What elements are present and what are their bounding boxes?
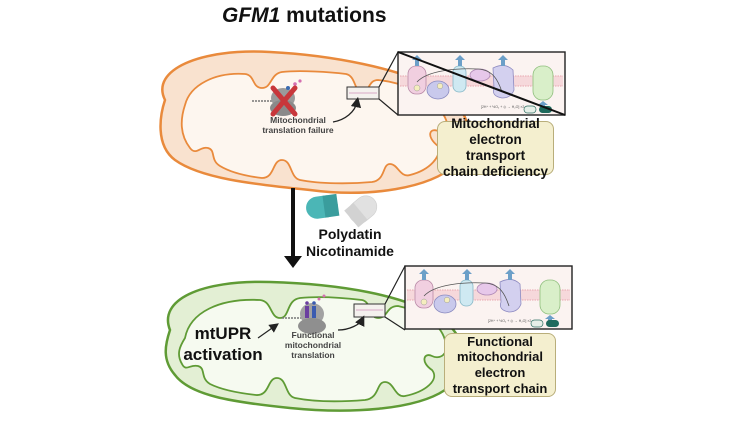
inner-membrane <box>180 70 449 185</box>
trna-icon <box>312 306 316 318</box>
complex-iv <box>492 65 515 99</box>
atp-badge <box>539 106 552 113</box>
figure-title: GFM1 mutations <box>222 4 387 28</box>
callout-line: electron <box>474 365 526 380</box>
etc-thumbnail-top <box>332 86 380 123</box>
ribosome-functional-icon <box>282 294 326 334</box>
adp-badge <box>530 319 544 328</box>
callout-line: electron transport <box>465 131 526 163</box>
zoom-line <box>378 98 399 116</box>
mtupr-activation-label: mtUPR activation <box>178 323 268 366</box>
etc-inset-bottom: [2H⁺ + ½O₂ + ◎ → H₂O] ×2 <box>404 265 573 330</box>
capsule-icon-teal <box>306 193 340 219</box>
atp-badge <box>546 320 559 327</box>
complex-ii <box>426 80 450 100</box>
treatment-arrow-head <box>284 256 302 268</box>
failure-x-icon <box>270 85 298 117</box>
adp-badge <box>523 105 537 114</box>
callout-line: Functional <box>467 333 533 349</box>
mitochondrion-disease <box>159 50 470 194</box>
svg-text:[2H⁺ + ½O₂ + ◎ → H₂O] ×2: [2H⁺ + ½O₂ + ◎ → H₂O] ×2 <box>481 105 524 109</box>
complex-iii <box>459 279 474 307</box>
label-line: mitochondrial <box>284 339 342 350</box>
label-line: activation <box>183 345 263 365</box>
label-line: mtUPR <box>194 324 252 343</box>
label-line: Functional <box>291 330 335 340</box>
drug-labels: Polydatin Nicotinamide <box>300 226 400 260</box>
label-line: translation failure <box>262 124 334 135</box>
functional-translation-label: Functional mitochondrial translation <box>275 330 351 360</box>
atp-synthase <box>532 65 554 101</box>
capsule-icon-white <box>344 195 378 228</box>
ribosome-failed-icon <box>252 79 302 117</box>
callout-line: mitochondrial <box>457 349 543 365</box>
etc-deficiency-callout: Mitochondrial electron transport chain d… <box>437 116 554 179</box>
inner-membrane <box>178 296 448 403</box>
title-rest: mutations <box>280 4 387 27</box>
callout-line: chain deficiency <box>442 164 549 180</box>
etc-thumbnail-bottom <box>337 303 386 331</box>
drug-name-nicotinamide: Nicotinamide <box>306 242 394 259</box>
label-line: Mitochondrial <box>270 115 326 125</box>
zoom-line <box>378 51 399 88</box>
translation-failure-label: Mitochondrial translation failure <box>258 115 338 136</box>
complex-ii <box>433 294 457 314</box>
mtupr-arrow <box>257 323 279 339</box>
etc-inset-top: [2H⁺ + ½O₂ + ◎ → H₂O] ×2 <box>397 51 566 116</box>
label-line: translation <box>291 349 335 360</box>
svg-text:[2H⁺ + ½O₂ + ◎ → H₂O] ×2: [2H⁺ + ½O₂ + ◎ → H₂O] ×2 <box>488 319 531 323</box>
zoom-line <box>384 265 406 305</box>
mitochondrion-rescued <box>164 280 466 412</box>
gene-name: GFM1 <box>222 4 281 27</box>
zoom-line <box>384 316 406 331</box>
drug-name-polydatin: Polydatin <box>318 226 382 242</box>
etc-functional-callout: Functional mitochondrial electron transp… <box>444 333 556 397</box>
callout-line: Mitochondrial <box>451 115 540 131</box>
trna-icon <box>305 306 309 318</box>
deficiency-strike-line <box>397 51 566 116</box>
callout-line: transport chain <box>452 380 548 396</box>
complex-iv <box>499 279 522 313</box>
complex-iii <box>452 65 467 93</box>
atp-synthase <box>539 279 561 315</box>
